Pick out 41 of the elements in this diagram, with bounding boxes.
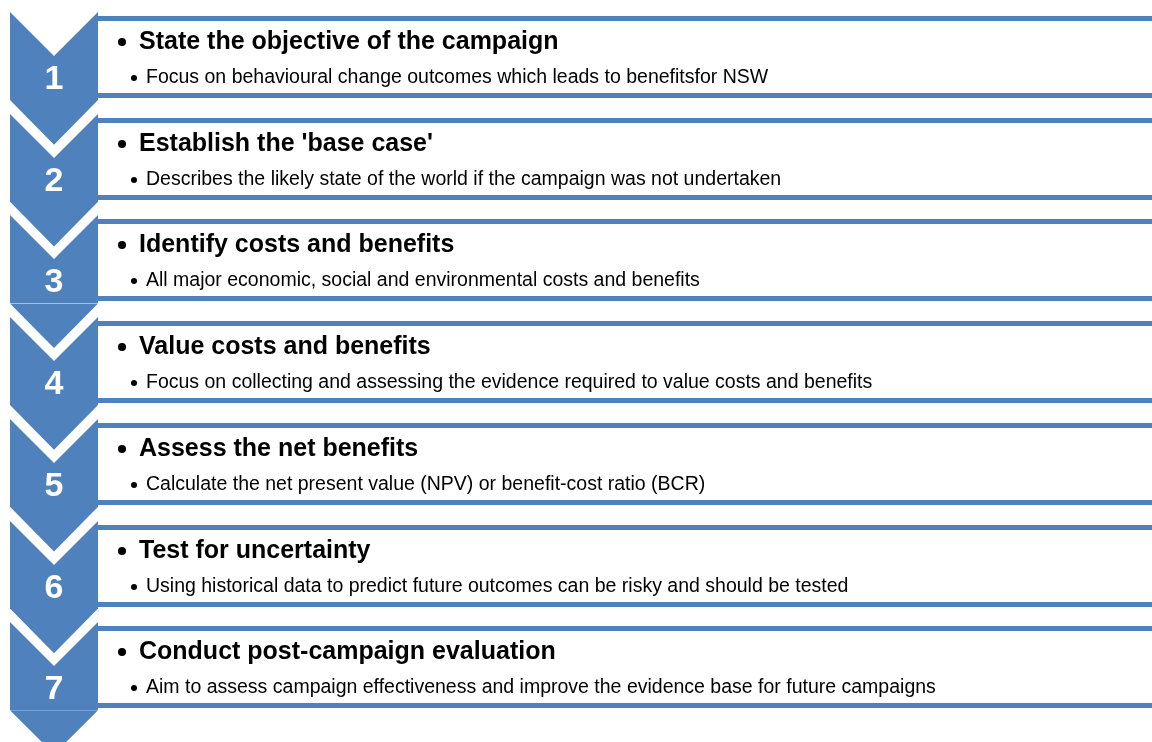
step-number-tab <box>10 12 98 100</box>
step-heading: State the objective of the campaign <box>139 27 559 55</box>
arrow-head <box>10 100 98 145</box>
step-panel <box>98 219 1152 302</box>
step-description: Aim to assess campaign effectiveness and improve the evidence base for future campaigns <box>146 676 936 698</box>
step-description: All major economic, social and environmental costs and benefits <box>146 269 700 291</box>
step-panel <box>98 117 1152 200</box>
step-number: 2 <box>43 161 65 196</box>
step-panel <box>98 626 1152 709</box>
arrow-head <box>10 710 98 742</box>
arrow-head <box>10 608 98 654</box>
step-description: Describes the likely state of the world if the campaign was not undertaken <box>146 167 782 190</box>
arrow-head <box>10 405 98 450</box>
step-heading: Test for uncertainty <box>139 535 371 563</box>
step-heading: Conduct post-campaign evaluation <box>139 637 556 665</box>
step-panel <box>98 16 1152 98</box>
step-number-tab <box>10 113 98 202</box>
step-description: Using historical data to predict future outcomes can be risky and should be tested <box>146 574 849 596</box>
step-panel <box>98 524 1152 607</box>
step-number-tab <box>10 317 98 406</box>
arrow-head <box>10 506 98 552</box>
step-heading: Identify costs and benefits <box>139 230 455 258</box>
step-number: 3 <box>43 263 65 298</box>
step-number-tab <box>10 520 98 609</box>
step-panel <box>98 321 1152 404</box>
step-number: 1 <box>43 60 65 94</box>
arrow-head <box>10 201 98 247</box>
step-number: 6 <box>43 568 65 603</box>
step-number: 4 <box>43 365 65 400</box>
step-number: 5 <box>43 466 65 501</box>
step-number-tab <box>10 215 98 304</box>
step-heading: Assess the net benefits <box>139 433 419 462</box>
step-number: 7 <box>43 670 65 705</box>
arrow-head <box>10 303 98 349</box>
step-description: Focus on behavioural change outcomes which leads to benefitsfor NSW <box>146 66 769 88</box>
step-heading: Value costs and benefits <box>139 332 431 360</box>
step-panel <box>98 422 1152 505</box>
step-description: Calculate the net present value (NPV) or benefit-cost ratio (BCR) <box>146 472 706 495</box>
step-description: Focus on collecting and assessing the evidence required to value costs and benefits <box>146 371 873 393</box>
step-number-tab <box>10 418 98 507</box>
step-heading: Establish the 'base case' <box>139 128 433 157</box>
